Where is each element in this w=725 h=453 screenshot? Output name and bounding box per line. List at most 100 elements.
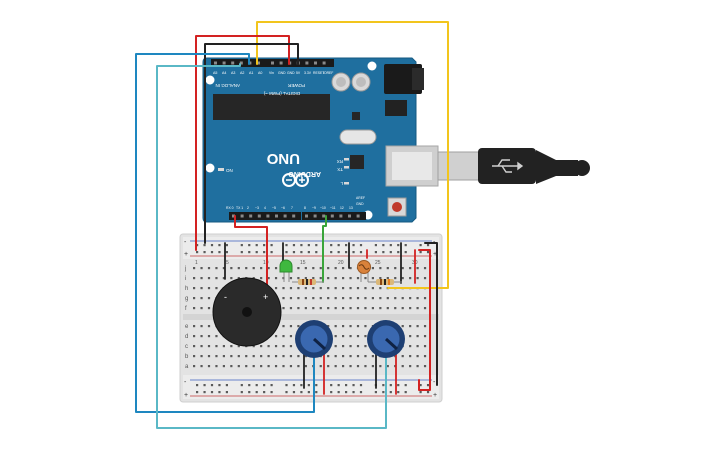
header-pin[interactable] bbox=[292, 214, 296, 218]
breadboard-hole bbox=[207, 335, 211, 338]
header-pin[interactable] bbox=[232, 214, 235, 218]
resistor[interactable] bbox=[292, 279, 324, 285]
breadboard-hole bbox=[282, 335, 285, 338]
reset-button-cap[interactable] bbox=[392, 202, 402, 212]
breadboard-hole bbox=[200, 287, 203, 290]
breadboard-hole bbox=[409, 267, 412, 270]
breadboard-hole bbox=[289, 307, 293, 310]
digital-label: DIGITAL (PWM ~) bbox=[263, 91, 300, 96]
header-pin[interactable] bbox=[283, 214, 287, 218]
header-pin[interactable] bbox=[322, 214, 326, 218]
usb-chip bbox=[350, 155, 364, 169]
breadboard-hole bbox=[200, 345, 203, 348]
green-led-wire[interactable] bbox=[322, 215, 327, 283]
header-pin[interactable] bbox=[356, 214, 360, 218]
breadboard-hole bbox=[337, 244, 340, 247]
header-pin[interactable] bbox=[214, 61, 217, 65]
breadboard-hole bbox=[292, 391, 296, 394]
breadboard-hole bbox=[222, 277, 225, 280]
breadboard-hole bbox=[200, 335, 203, 338]
header-pin[interactable] bbox=[231, 61, 235, 65]
breadboard-hole bbox=[334, 307, 337, 310]
breadboard-hole bbox=[237, 267, 240, 270]
breadboard-hole bbox=[304, 297, 307, 300]
header-pin[interactable] bbox=[240, 214, 244, 218]
header-pin[interactable] bbox=[275, 214, 278, 218]
breadboard-hole bbox=[289, 345, 293, 348]
header-pin[interactable] bbox=[348, 214, 351, 218]
green-led[interactable] bbox=[279, 259, 293, 282]
breadboard-hole bbox=[419, 244, 422, 247]
teal-signal-wire[interactable] bbox=[156, 63, 387, 429]
breadboard-hole bbox=[409, 345, 412, 348]
breadboard-hole bbox=[237, 365, 240, 368]
breadboard-hole bbox=[215, 355, 218, 358]
header-pin[interactable] bbox=[222, 61, 226, 65]
breadboard-hole bbox=[200, 355, 203, 358]
breadboard-hole bbox=[312, 287, 315, 290]
row-letter: h bbox=[185, 286, 188, 292]
resistor-band bbox=[306, 279, 308, 285]
breadboard-hole bbox=[364, 325, 367, 328]
blue-signal-wire[interactable] bbox=[135, 53, 315, 413]
breadboard-hole bbox=[196, 251, 199, 254]
header-pin[interactable] bbox=[257, 214, 261, 218]
breadboard-hole bbox=[297, 307, 300, 310]
header-pin[interactable] bbox=[322, 61, 326, 65]
breadboard-hole bbox=[312, 277, 315, 280]
tx-label: TX bbox=[337, 167, 343, 172]
breadboard-hole bbox=[386, 297, 389, 300]
resistor[interactable] bbox=[368, 279, 402, 285]
breadboard-hole bbox=[327, 365, 330, 368]
red-power-wire[interactable] bbox=[195, 35, 290, 251]
header-pin[interactable] bbox=[313, 214, 317, 218]
breadboard-hole bbox=[334, 325, 337, 328]
black-rail-link[interactable] bbox=[424, 242, 438, 386]
breadboard-hole bbox=[389, 244, 392, 247]
breadboard-hole bbox=[252, 267, 255, 270]
piezo-buzzer[interactable]: - + bbox=[212, 277, 282, 347]
breadboard-hole bbox=[230, 355, 233, 358]
arduino-uno-board[interactable]: ON UNO ARDUINO DIGITAL (PWM ~) ANALOG IN… bbox=[202, 57, 439, 223]
potentiometer-right[interactable] bbox=[367, 320, 405, 358]
breadboard-hole bbox=[319, 287, 322, 290]
header-pin[interactable] bbox=[339, 214, 343, 218]
breadboard-hole bbox=[315, 391, 318, 394]
usb-cable[interactable] bbox=[437, 148, 590, 184]
breadboard-hole bbox=[342, 335, 345, 338]
pin-label-d5: ~5 bbox=[272, 206, 276, 210]
red-rail-link[interactable] bbox=[418, 249, 431, 391]
header-pin[interactable] bbox=[266, 214, 270, 218]
header-pin[interactable] bbox=[314, 61, 317, 65]
header-pin[interactable] bbox=[257, 61, 260, 65]
breadboard-hole bbox=[210, 244, 214, 247]
red-piezo-wire[interactable] bbox=[234, 215, 268, 297]
photoresistor[interactable] bbox=[357, 260, 371, 283]
breadboard-hole bbox=[397, 244, 400, 247]
breadboard-hole bbox=[359, 251, 363, 254]
breadboard-hole bbox=[193, 325, 196, 328]
header-pin[interactable] bbox=[330, 214, 334, 218]
breadboard-hole bbox=[285, 251, 288, 254]
digital-header-low bbox=[229, 212, 301, 220]
pin-label-gnd: GND bbox=[278, 71, 286, 75]
breadboard-hole bbox=[382, 384, 385, 387]
breadboard-hole bbox=[252, 355, 255, 358]
header-pin[interactable] bbox=[279, 61, 283, 65]
breadboard-hole bbox=[237, 277, 240, 280]
breadboard-hole bbox=[371, 307, 374, 310]
breadboard-hole bbox=[330, 384, 333, 387]
header-pin[interactable] bbox=[239, 61, 243, 65]
header-pin[interactable] bbox=[305, 61, 309, 65]
usb-plug-shell bbox=[437, 151, 483, 181]
arduino-logo-icon bbox=[282, 173, 309, 187]
breadboard-hole bbox=[349, 355, 352, 358]
breadboard-hole bbox=[401, 277, 404, 280]
breadboard[interactable]: - + - + - + - + j i h g f e d c b a 1 5 bbox=[179, 233, 443, 403]
header-pin[interactable] bbox=[271, 61, 274, 65]
breadboard-hole bbox=[379, 287, 382, 290]
header-pin[interactable] bbox=[249, 214, 253, 218]
header-pin[interactable] bbox=[305, 214, 308, 218]
black-ground-wire[interactable] bbox=[204, 43, 299, 244]
potentiometer-left[interactable] bbox=[295, 320, 333, 358]
